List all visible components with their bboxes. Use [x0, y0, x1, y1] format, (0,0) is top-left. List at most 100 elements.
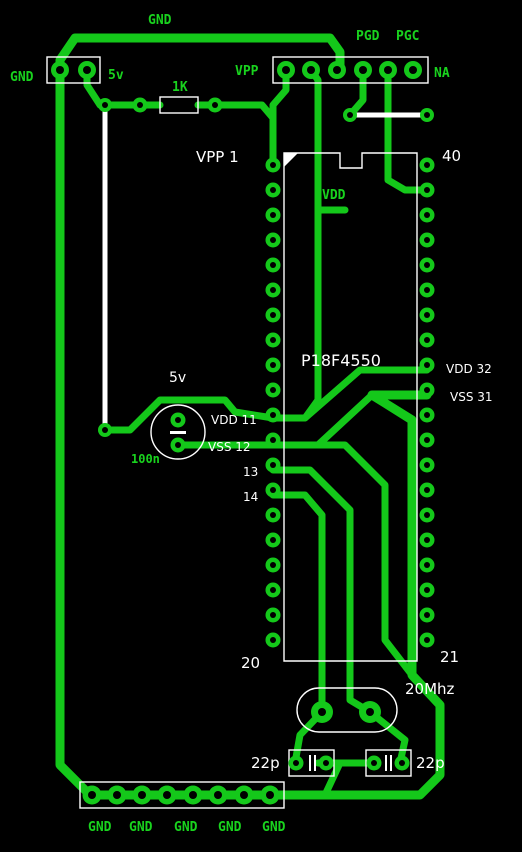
pin13-track	[269, 466, 374, 716]
ic-pin-38-hole	[424, 212, 430, 218]
chip-pin-14: 14	[243, 490, 258, 504]
cap-22p-right-pad-a-hole	[371, 760, 377, 766]
ic-pin-3-hole	[270, 212, 276, 218]
pgc-track	[384, 66, 431, 194]
chip-pin-32: VDD 32	[446, 362, 492, 376]
label-pgd: PGD	[356, 29, 380, 44]
gnd-track-loop	[55, 33, 345, 75]
jumper-pad-top-hole	[102, 102, 108, 108]
header-bottom-pin-7-hole	[240, 791, 248, 799]
ic-pin-40-hole	[424, 162, 430, 168]
ic-pin-30-hole	[424, 412, 430, 418]
header-bottom-outline	[79, 781, 285, 809]
ic-pin-12-hole	[270, 437, 276, 443]
cap-polarity-bar	[170, 431, 186, 434]
resistor-pad-right-hole	[212, 102, 218, 108]
label-resistor-1k: 1K	[172, 80, 188, 95]
vss-cross-track	[314, 391, 376, 449]
label-gnd-bottom-3: GND	[174, 820, 198, 835]
label-vpp-header: VPP	[235, 64, 259, 79]
label-gnd-top: GND	[148, 13, 172, 28]
ic-pin-28-hole	[424, 462, 430, 468]
label-cap-100n: 100n	[131, 452, 160, 466]
label-5v-top: 5v	[108, 68, 124, 83]
jumper-pad-bottom-hole	[102, 427, 108, 433]
vpp-track	[211, 101, 277, 164]
header-top-pin-2-hole	[307, 66, 315, 74]
labels: GND GND 5v VPP PGD PGC NA 1K VDD 5v 100n…	[10, 13, 493, 835]
ic-pin-39-hole	[424, 187, 430, 193]
ic-pin-35-hole	[424, 287, 430, 293]
label-gnd-bottom-2: GND	[129, 820, 153, 835]
label-vdd-mid: VDD	[322, 188, 346, 203]
label-gnd-bottom-1: GND	[88, 820, 112, 835]
gnd-track-left	[55, 65, 95, 800]
ic-pin-29-hole	[424, 437, 430, 443]
chip-pin-20: 20	[241, 654, 260, 672]
pin12-track	[314, 441, 416, 679]
ic-pin-16-hole	[270, 537, 276, 543]
chip-pin-40: 40	[442, 147, 461, 165]
cap-22p-left-pad-b-hole	[323, 760, 329, 766]
label-crystal: 20Mhz	[405, 680, 455, 698]
header-bottom-pin-5-hole	[189, 791, 197, 799]
chip-name: P18F4550	[301, 351, 381, 370]
crystal-outline	[296, 687, 398, 733]
header-top-pin-4-hole	[359, 66, 367, 74]
header-top-pin-1-hole	[282, 66, 290, 74]
ic-pin-1-hole	[270, 162, 276, 168]
cap-22p-right-pad-b-hole	[399, 760, 405, 766]
cap-22p-left-plate-a	[309, 755, 311, 771]
ic-pin-4-hole	[270, 237, 276, 243]
ic-pin-25-hole	[424, 537, 430, 543]
header-top-pin-5-hole	[384, 66, 392, 74]
ic-pin-10-hole	[270, 387, 276, 393]
ic-pin-15-hole	[270, 512, 276, 518]
label-pgc: PGC	[396, 29, 419, 44]
header-left-pin-5v-hole	[83, 66, 91, 74]
label-na: NA	[434, 66, 450, 81]
header-top-outline	[272, 56, 429, 84]
ic-pin-32-hole	[424, 362, 430, 368]
header-bottom-pin-1-hole	[88, 791, 96, 799]
header-top-pin-3-hole	[333, 66, 341, 74]
cap-22p-right-outline	[365, 749, 412, 777]
chip-pin-31: VSS 31	[450, 390, 493, 404]
vpp-header-track	[269, 66, 290, 122]
crystal-right-track	[366, 708, 409, 767]
ic-pin-8-hole	[270, 337, 276, 343]
ic-pin-13-hole	[270, 462, 276, 468]
ic-pin-31-hole	[424, 387, 430, 393]
ic-pin-18-hole	[270, 587, 276, 593]
pin14-track	[269, 491, 326, 716]
cap-22p-right-plate-a	[385, 755, 387, 771]
ic-pin-26-hole	[424, 512, 430, 518]
label-gnd-bottom-5: GND	[262, 820, 286, 835]
chip-pin-vpp-1: VPP 1	[196, 148, 239, 166]
ic-pin-20-hole	[270, 637, 276, 643]
ic-pin-5-hole	[270, 262, 276, 268]
cap-100n-outline	[150, 404, 206, 460]
silkscreen	[46, 56, 429, 809]
cap-22p-left-pad-a-hole	[293, 760, 299, 766]
header-bottom-pin-4-hole	[163, 791, 171, 799]
header-top-pin-6-hole	[409, 66, 417, 74]
label-5v-cap: 5v	[169, 370, 186, 386]
label-cap-right: 22p	[416, 754, 445, 772]
cap-100n-pad-plus-hole	[175, 417, 181, 423]
cap-100n-pad-minus-hole	[175, 442, 181, 448]
crystal-pad-right-hole	[366, 708, 374, 716]
ic-pin-36-hole	[424, 262, 430, 268]
resistor-body	[159, 96, 199, 114]
cap-22p-right-plate-b	[390, 755, 392, 771]
ic-pin-19-hole	[270, 612, 276, 618]
ic-outline	[283, 152, 418, 662]
ic-pin-37-hole	[424, 237, 430, 243]
label-cap-left: 22p	[251, 754, 280, 772]
ic-pin-7-hole	[270, 312, 276, 318]
ic-pin-33-hole	[424, 337, 430, 343]
ic-pin-6-hole	[270, 287, 276, 293]
chip-pin-13: 13	[243, 465, 258, 479]
chip-pin-21: 21	[440, 648, 459, 666]
